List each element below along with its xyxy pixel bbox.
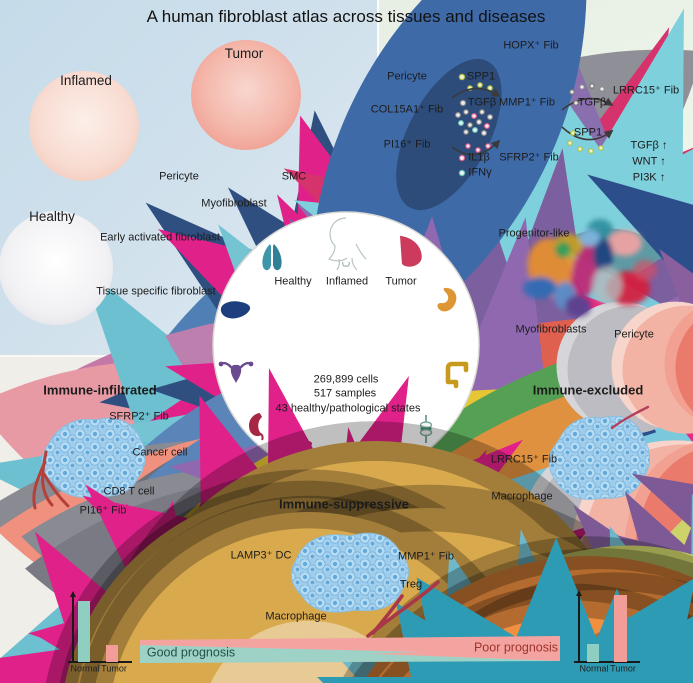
immune-suppressive-cluster xyxy=(277,433,693,683)
healthy-circle-icon xyxy=(0,0,666,683)
immune-infiltrated-cluster xyxy=(0,316,693,683)
cd8-t-cell-label: CD8 T cell xyxy=(103,485,155,498)
good-prognosis-label: Good prognosis xyxy=(146,645,236,660)
liver-icon xyxy=(220,301,251,319)
prognosis-wedges xyxy=(140,636,560,663)
good-prognosis-wedge-front xyxy=(140,645,420,662)
differentiation-arrows-left xyxy=(451,87,501,156)
cancer-cell-label: Cancer cell xyxy=(132,446,188,459)
umap-plot xyxy=(523,219,657,317)
lrrc15-fib-label-bottom: LRRC15⁺ Fib xyxy=(490,453,558,466)
poor-prognosis-wedge xyxy=(140,636,560,661)
right-chart-y-axis xyxy=(578,596,580,662)
mmp1-fib-label-top-right: MMP1⁺ Fib xyxy=(499,96,555,109)
lrrc15-fib-label-top-right: LRRC15⁺ Fib xyxy=(612,84,680,97)
hopx-fib-label: HOPX⁺ Fib xyxy=(503,39,559,52)
spp1-label: SPP1 xyxy=(466,70,496,83)
stat-states: 43 healthy/pathological states xyxy=(275,402,421,415)
figure-title: A human fibroblast atlas across tissues … xyxy=(146,6,546,26)
uterus-icon xyxy=(218,361,254,383)
pericyte-label-top-right: Pericyte xyxy=(387,70,427,83)
differentiation-arrows-right xyxy=(561,97,614,141)
immune-excluded-title: Immune-excluded xyxy=(532,382,644,398)
left-chart-normal-label: Normal xyxy=(70,663,100,674)
immune-infiltrated-title: Immune-infiltrated xyxy=(43,382,157,398)
tumor-circle-icon xyxy=(40,0,693,683)
stomach-icon xyxy=(437,287,457,312)
right-chart-tumor-label: Tumor xyxy=(610,663,636,674)
vessel-icon xyxy=(32,450,70,510)
umap-pericyte-label: Pericyte xyxy=(614,328,654,341)
immune-suppressive-title: Immune-suppressive xyxy=(278,496,410,512)
left-chart-x-axis xyxy=(68,661,132,663)
ifng-label: IFNγ xyxy=(468,166,492,179)
spp1-right-arc-label: SPP1 xyxy=(573,126,603,139)
head-neck-icon xyxy=(327,217,367,271)
early-activated-fibroblast-label: Early activated fibroblast xyxy=(100,231,220,244)
kidney-icon xyxy=(249,413,264,441)
pi16-fib-label-bottom: PI16⁺ Fib xyxy=(79,504,127,517)
smc-label: SMC xyxy=(281,170,307,183)
myofibroblast-label: Myofibroblast xyxy=(201,197,267,210)
joint-icon xyxy=(419,415,433,443)
stat-samples: 517 samples xyxy=(313,387,377,400)
left-chart-normal-bar xyxy=(78,601,90,662)
col15a1-fib-label: COL15A1⁺ Fib xyxy=(370,103,444,116)
vessel-icon xyxy=(610,405,650,430)
pericyte-label-top-left: Pericyte xyxy=(159,170,199,183)
lamp3-dc-label: LAMP3⁺ DC xyxy=(230,549,292,562)
sfrp2-fib-label-top-right: SFRP2⁺ Fib xyxy=(499,151,559,164)
right-chart-tumor-bar xyxy=(614,595,627,662)
right-chart-x-axis xyxy=(574,661,640,663)
inflamed-label: Inflamed xyxy=(60,73,112,89)
sfrp2-fib-label-bottom: SFRP2⁺ Fib xyxy=(109,410,169,423)
healthy-label: Healthy xyxy=(29,209,75,225)
tgfb-right-arc-label: TGFβ xyxy=(577,96,607,109)
tumor-label: Tumor xyxy=(224,46,264,62)
pathway-pi3k-label: PI3K ↑ xyxy=(632,171,666,184)
cytokine-dots-cluster xyxy=(455,73,494,177)
immune-excluded-cluster xyxy=(470,285,693,683)
right-chart-normal-bar xyxy=(587,644,599,662)
right-chart-normal-label: Normal xyxy=(579,663,609,674)
left-chart-tumor-label: Tumor xyxy=(101,663,127,674)
center-tumor-label: Tumor xyxy=(385,275,417,288)
treg-label: Treg xyxy=(399,578,423,591)
vessel-icon xyxy=(366,580,440,638)
il1b-label: IL1β xyxy=(468,151,490,164)
tissue-specific-fibroblast-label: Tissue specific fibroblast xyxy=(96,285,216,298)
pathway-wnt-label: WNT ↑ xyxy=(632,155,666,168)
left-chart-y-axis xyxy=(72,597,74,662)
poor-prognosis-label: Poor prognosis xyxy=(473,640,559,655)
pathway-tgfb-label: TGFβ ↑ xyxy=(630,139,668,152)
umap-myofibroblasts-label: Myofibroblasts xyxy=(515,323,587,336)
left-chart-axis-arrow xyxy=(69,591,76,597)
macrophage-label-suppressive: Macrophage xyxy=(265,610,327,623)
macrophage-label-excluded: Macrophage xyxy=(491,490,553,503)
breast-icon xyxy=(399,235,422,267)
mmp1-fib-label-bottom: MMP1⁺ Fib xyxy=(398,550,454,563)
lung-icon xyxy=(262,244,282,271)
tgfb-label: TGFβ xyxy=(467,96,497,109)
pi16-fib-label-top-right: PI16⁺ Fib xyxy=(383,138,431,151)
center-healthy-label: Healthy xyxy=(274,275,312,288)
umap-progenitor-label: Progenitor-like xyxy=(498,227,570,240)
stat-cells: 269,899 cells xyxy=(313,373,379,386)
colon-icon xyxy=(445,361,469,389)
right-chart-axis-arrow xyxy=(575,590,582,596)
left-chart-tumor-bar xyxy=(106,645,118,662)
center-inflamed-label: Inflamed xyxy=(325,275,369,288)
arc-dots-right xyxy=(567,83,605,154)
